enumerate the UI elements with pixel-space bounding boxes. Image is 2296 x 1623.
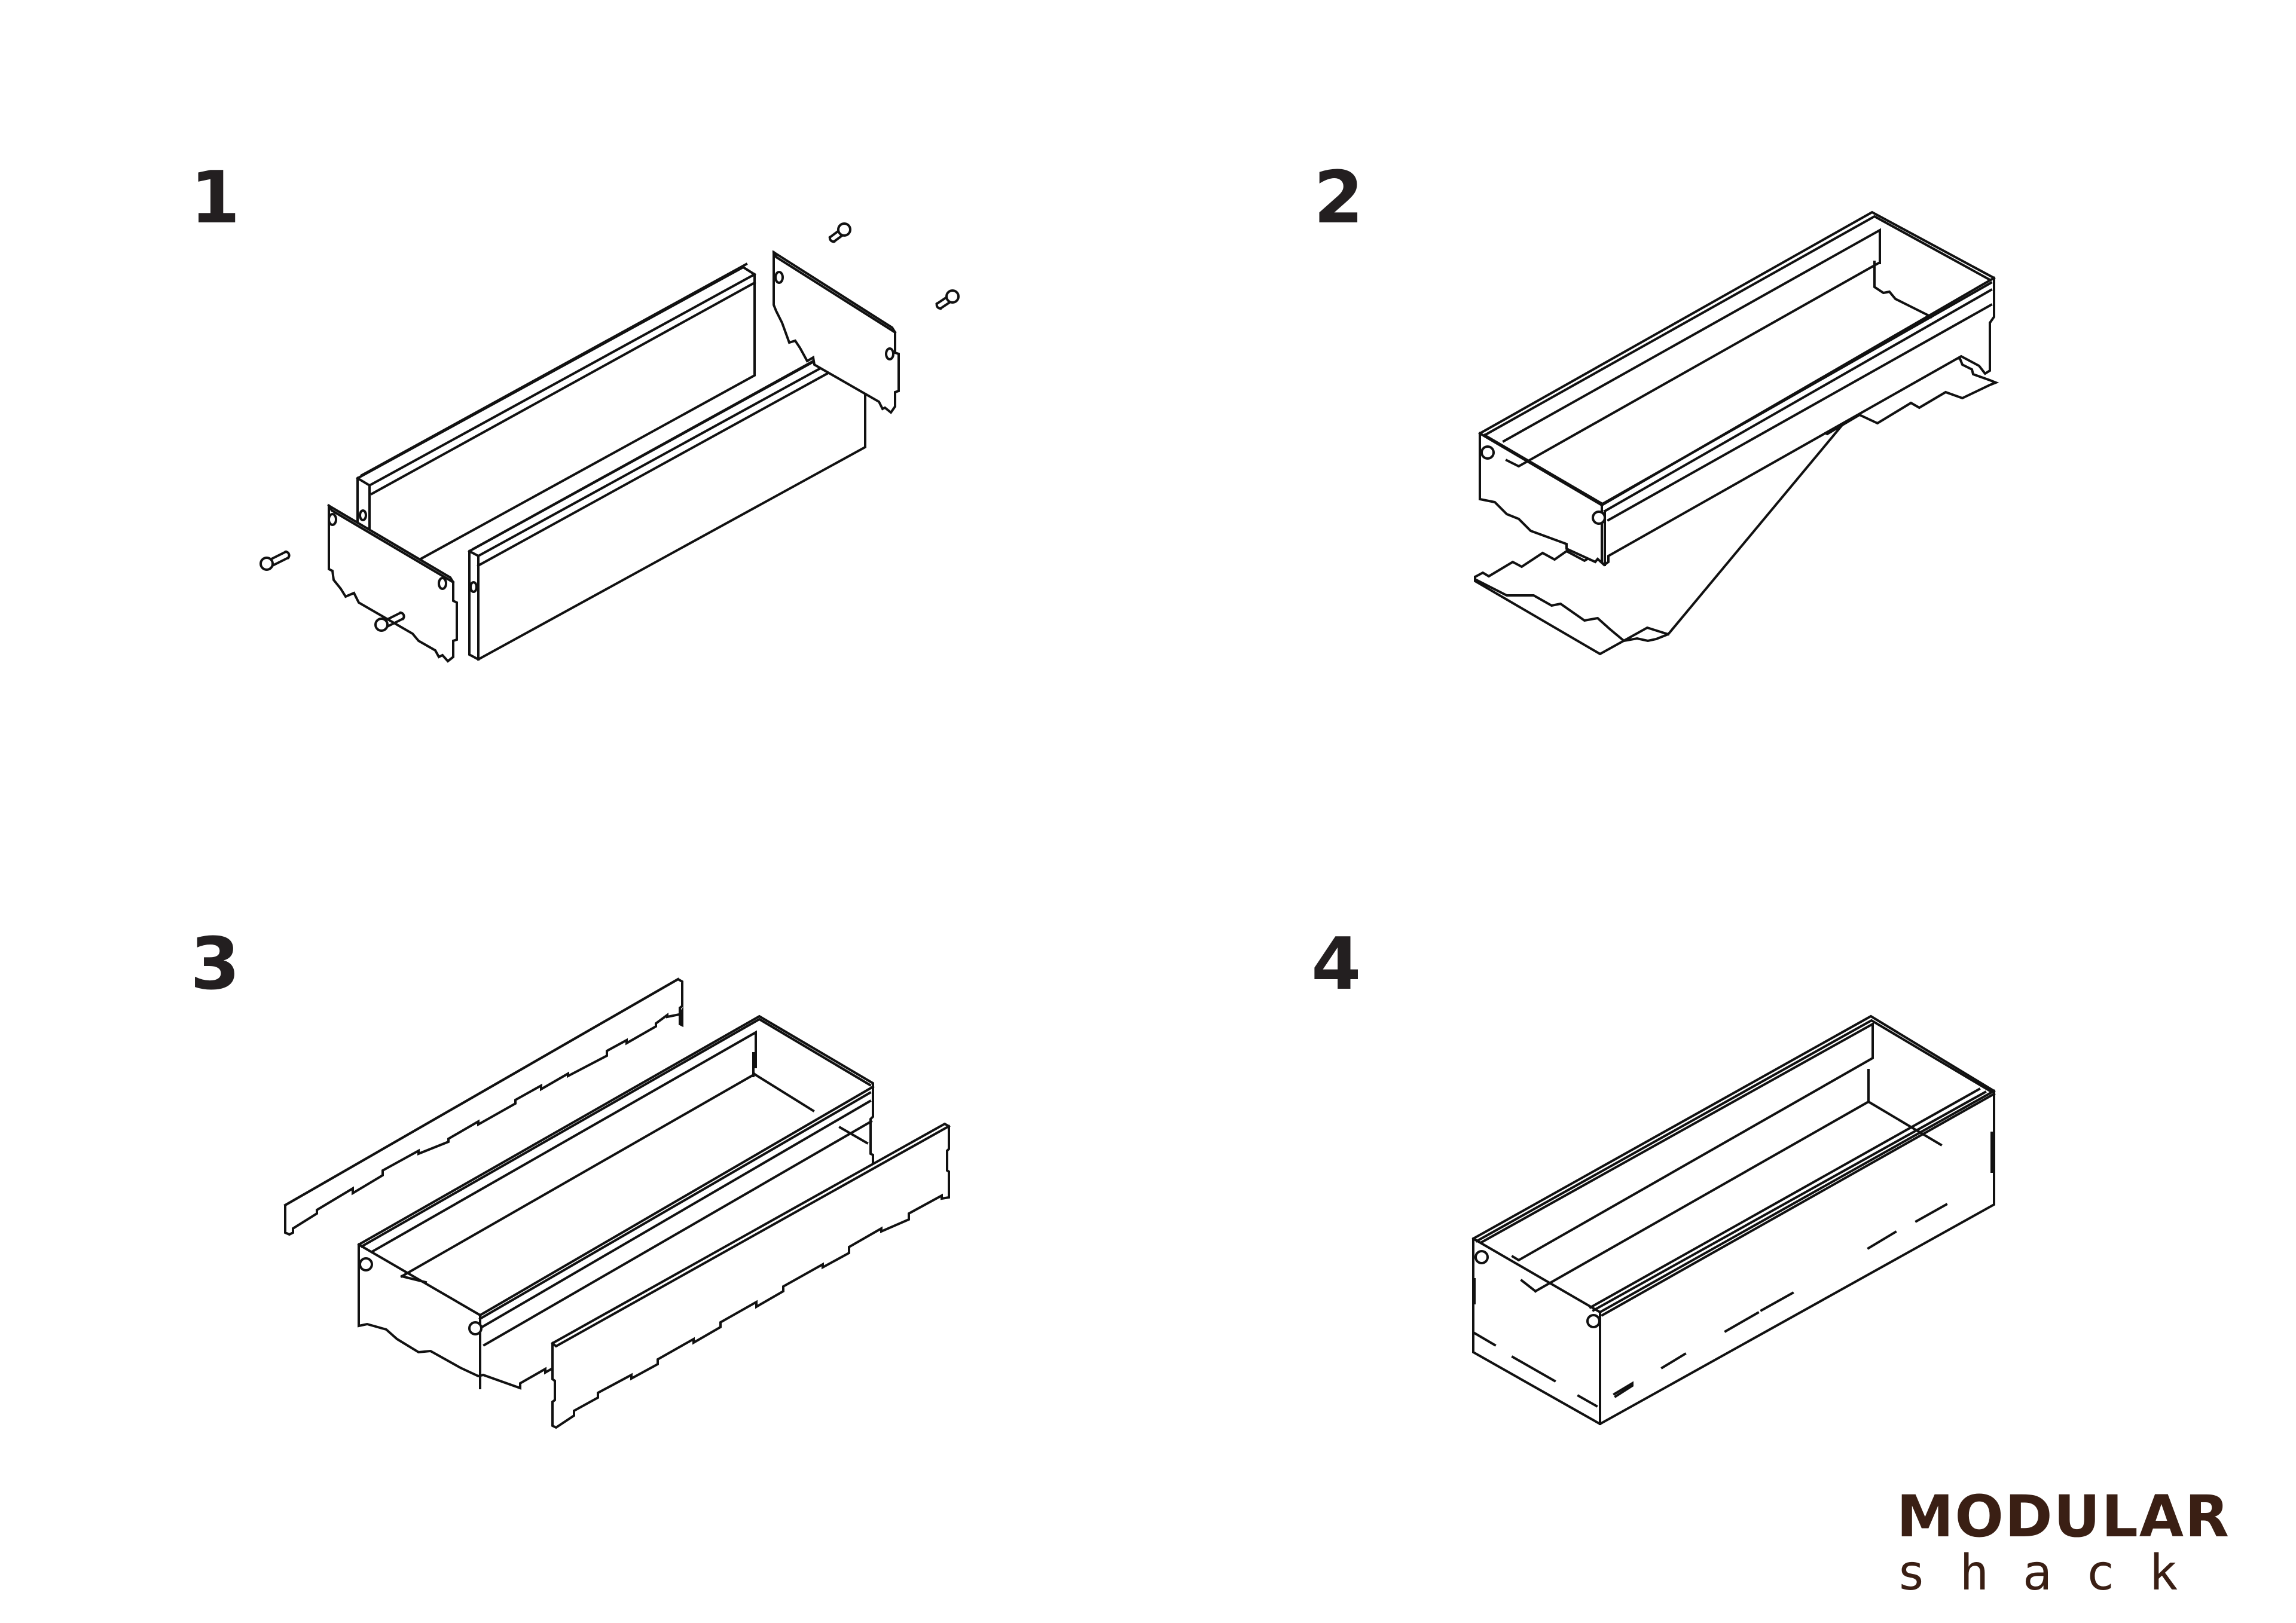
step-1-diagram	[259, 222, 960, 663]
screw-head-icon	[1592, 511, 1606, 525]
step-4-box	[1472, 1014, 1995, 1426]
logo-line-2: shack	[1896, 1545, 2212, 1601]
screw-icon	[259, 550, 291, 571]
step-4-diagram	[1471, 1014, 1996, 1426]
step-3-front-side-panel	[551, 1122, 950, 1429]
step-number-3: 3	[190, 923, 240, 1006]
screw-icon	[935, 289, 960, 310]
screw-head-icon	[1474, 1250, 1489, 1264]
step-number-1: 1	[190, 157, 240, 240]
logo-line-1: MODULAR	[1896, 1483, 2230, 1550]
step-2-diagram	[1474, 210, 1999, 656]
step-1-front-rail	[468, 333, 867, 661]
screw-icon	[828, 222, 851, 243]
screw-head-icon	[468, 1321, 483, 1335]
step-number-2: 2	[1314, 157, 1364, 240]
step-2-frame	[1479, 210, 1995, 567]
screw-head-icon	[1586, 1314, 1601, 1328]
step-number-4: 4	[1311, 923, 1361, 1006]
step-1-end-panel-left	[327, 503, 458, 663]
step-1-end-panel-right	[772, 250, 900, 414]
screw-head-icon	[1480, 445, 1495, 460]
screw-icon	[374, 611, 405, 632]
step-3-back-side-panel	[284, 977, 683, 1236]
modular-shack-logo: MODULAR shack	[1897, 1488, 2230, 1598]
screw-head-icon	[359, 1257, 373, 1271]
step-3-diagram	[283, 977, 951, 1429]
